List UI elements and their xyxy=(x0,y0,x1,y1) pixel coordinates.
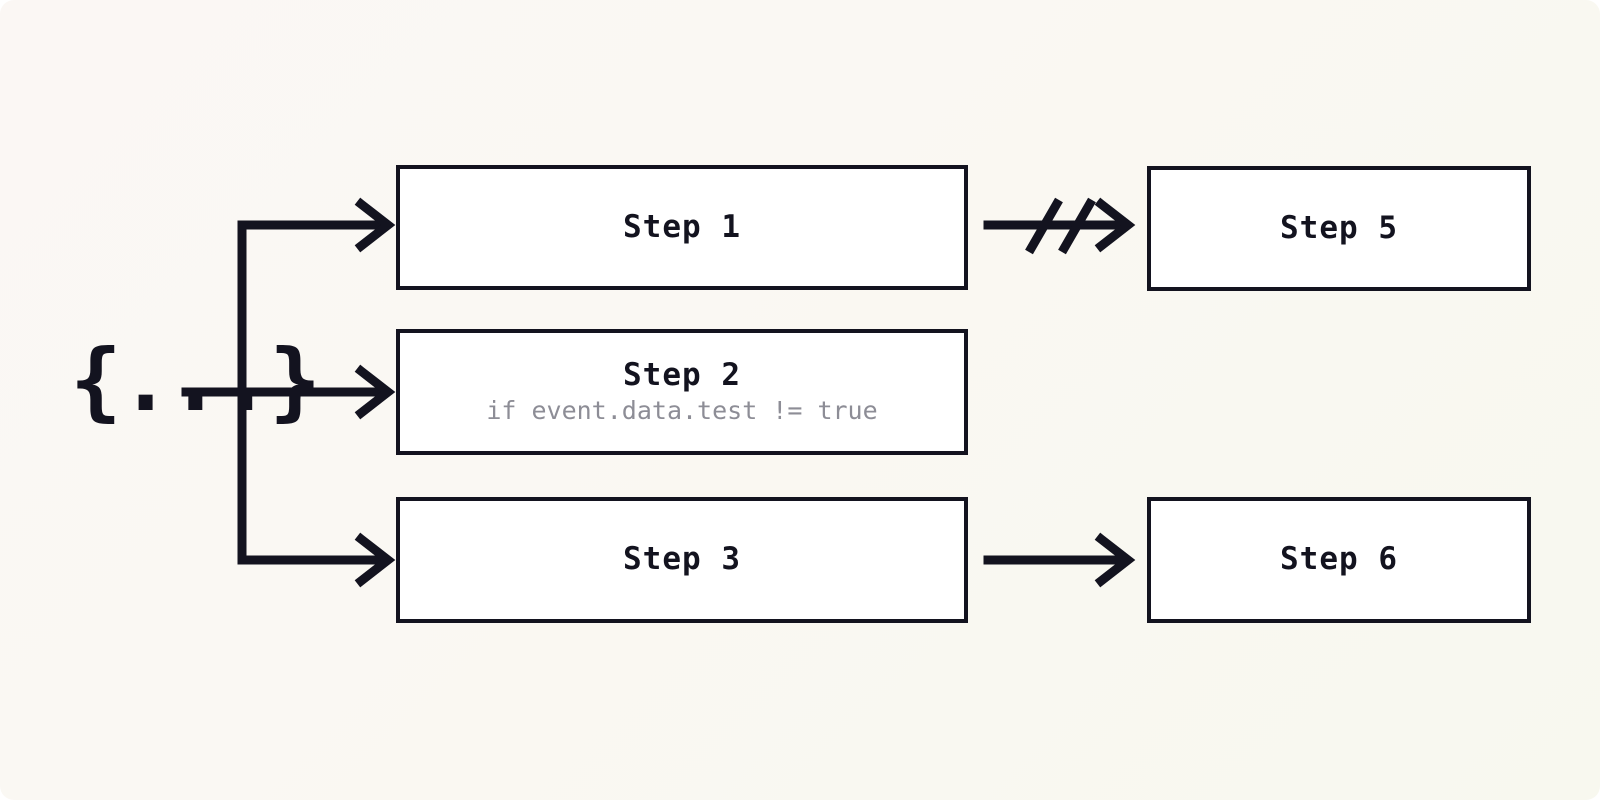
node-step-1-title: Step 1 xyxy=(623,208,741,245)
node-step-5-title: Step 5 xyxy=(1280,209,1398,246)
event-payload-trigger[interactable]: {...} xyxy=(70,331,321,431)
arrowhead-step1 xyxy=(354,197,396,253)
node-step-6-title: Step 6 xyxy=(1280,541,1398,578)
node-step-2-title: Step 2 xyxy=(623,356,741,393)
node-step-3-title: Step 3 xyxy=(623,541,741,578)
arrowhead-step3 xyxy=(354,532,396,588)
node-step-5[interactable]: Step 5 xyxy=(1147,166,1531,291)
node-step-2-condition: if event.data.test != true xyxy=(486,396,878,426)
node-step-3[interactable]: Step 3 xyxy=(396,497,968,623)
arrowhead-step2 xyxy=(354,364,396,420)
node-step-1[interactable]: Step 1 xyxy=(396,165,968,290)
node-step-6[interactable]: Step 6 xyxy=(1147,497,1531,623)
arrowhead-step5 xyxy=(1094,197,1136,253)
arrowhead-step6 xyxy=(1094,532,1136,588)
broken-edge-marker-icon xyxy=(1025,197,1096,255)
node-step-2[interactable]: Step 2 if event.data.test != true xyxy=(396,329,968,455)
